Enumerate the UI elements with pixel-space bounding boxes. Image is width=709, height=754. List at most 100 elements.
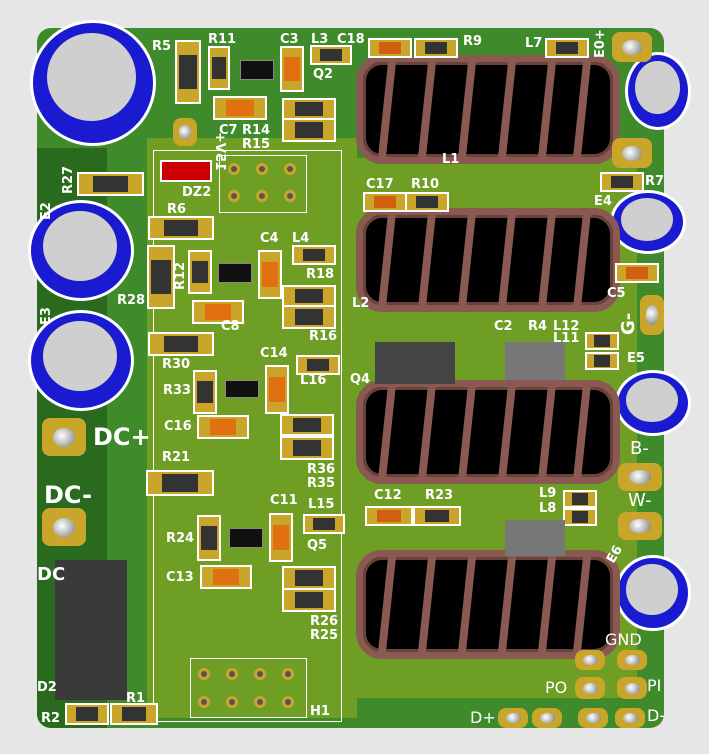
label-r6: R6 — [167, 202, 187, 217]
resistor-r28 — [147, 245, 175, 309]
resistor-r36 — [280, 414, 334, 436]
resistor-r9 — [414, 38, 458, 58]
label-c7: C7 — [219, 123, 238, 138]
label-r33: R33 — [163, 383, 192, 398]
inductor-l1 — [356, 55, 620, 164]
capacitor-c14 — [265, 365, 289, 414]
label-r28: R28 — [117, 293, 146, 308]
label-r4: R4 — [528, 319, 548, 334]
pad-d-plus-2[interactable] — [532, 708, 562, 728]
capacitor-c16 — [197, 415, 249, 439]
label-c5: C5 — [607, 286, 626, 301]
pad-dc-minus[interactable] — [42, 508, 86, 546]
label-c4: C4 — [260, 231, 279, 246]
inductor-l11 — [585, 352, 619, 370]
label-r15: R15 — [242, 137, 271, 152]
resistor-r12 — [188, 250, 212, 294]
resistor-r11 — [208, 46, 230, 90]
label-h1: H1 — [310, 704, 330, 719]
label-r26: R26 — [310, 614, 339, 629]
resistor-r23 — [413, 506, 461, 526]
inductor-l16-smd — [296, 355, 340, 375]
diode — [505, 342, 565, 380]
inductor-l7 — [545, 38, 589, 58]
ic-u4 — [229, 528, 263, 548]
label-c13: C13 — [166, 570, 194, 585]
label-r30: R30 — [162, 357, 191, 372]
resistor-r18 — [282, 285, 336, 307]
resistor-r24 — [197, 515, 221, 561]
label-c18: C18 — [337, 32, 365, 47]
pad-e1[interactable] — [612, 138, 652, 168]
pad-dc-plus[interactable] — [42, 418, 86, 456]
label-c12: C12 — [374, 488, 402, 503]
ic-u2 — [218, 263, 252, 283]
label-c16: C16 — [164, 419, 192, 434]
inductor-l15-smd — [303, 514, 345, 534]
label-q4: Q4 — [350, 372, 371, 387]
pad-d-minus-1[interactable] — [578, 708, 608, 728]
header-h1 — [190, 658, 307, 718]
capacitor-e5 — [615, 370, 691, 436]
resistor-r7 — [600, 172, 644, 192]
label-r14: R14 — [242, 123, 271, 138]
label-l9: L9 — [539, 486, 557, 501]
label-po: PO — [545, 678, 568, 697]
label-l1: L1 — [442, 152, 460, 167]
label-g-minus: G- — [618, 312, 639, 335]
capacitor-c8 — [192, 300, 244, 324]
pad-d-minus-2[interactable] — [615, 708, 645, 728]
label-e5: E5 — [627, 351, 645, 366]
capacitor-c4 — [258, 250, 282, 299]
capacitor-c7 — [213, 96, 267, 120]
label-r24: R24 — [166, 531, 195, 546]
pad-gnd1[interactable] — [575, 650, 605, 670]
label-d-plus: D+ — [470, 708, 496, 727]
inductor-l3 — [356, 380, 620, 484]
pad-gnd2[interactable] — [617, 650, 647, 670]
label-e0-plus: E0+ — [593, 29, 608, 58]
capacitor-c11 — [269, 513, 293, 562]
resistor-r30 — [148, 332, 214, 356]
resistor-r26 — [282, 566, 336, 590]
pad-pi[interactable] — [617, 677, 647, 699]
label-c3: C3 — [280, 32, 299, 47]
pad-po[interactable] — [575, 677, 605, 699]
capacitor-e4 — [610, 190, 686, 254]
capacitor-c5 — [615, 263, 659, 283]
label-r25: R25 — [310, 628, 339, 643]
label-r27: R27 — [61, 165, 76, 194]
ic-u3 — [225, 380, 259, 398]
capacitor-e3 — [28, 310, 134, 411]
resistor-r16 — [282, 305, 336, 329]
resistor-r1 — [110, 703, 158, 725]
label-r9: R9 — [463, 34, 483, 49]
label-r12: R12 — [173, 261, 188, 290]
label-r23: R23 — [425, 488, 454, 503]
capacitor-e1 — [30, 20, 156, 146]
silkscreen-outline — [153, 150, 342, 722]
resistor-r14 — [282, 98, 336, 120]
label-dz2: DZ2 — [182, 185, 212, 200]
resistor-r15 — [282, 118, 336, 142]
pad-g[interactable] — [640, 295, 664, 335]
label-r10: R10 — [411, 177, 440, 192]
pad-d-plus-1[interactable] — [498, 708, 528, 728]
label-l3: L3 — [311, 32, 329, 47]
label-b-minus: B- — [630, 438, 649, 459]
ic-u1 — [240, 60, 274, 80]
pad-e0[interactable] — [612, 32, 652, 62]
capacitor-e0 — [625, 52, 691, 130]
label-r21: R21 — [162, 450, 191, 465]
label-c17: C17 — [366, 177, 394, 192]
inductor-l12 — [585, 332, 619, 350]
capacitor-c3 — [280, 46, 304, 92]
label-dc: DC — [37, 564, 66, 585]
label-q5: Q5 — [307, 538, 328, 553]
inductor-l3-smd — [310, 45, 352, 65]
pad-b[interactable] — [618, 463, 662, 491]
label-e4: E4 — [594, 194, 612, 209]
pad-w[interactable] — [618, 512, 662, 540]
inductor-l2 — [356, 208, 620, 312]
label-r2: R2 — [41, 711, 61, 726]
